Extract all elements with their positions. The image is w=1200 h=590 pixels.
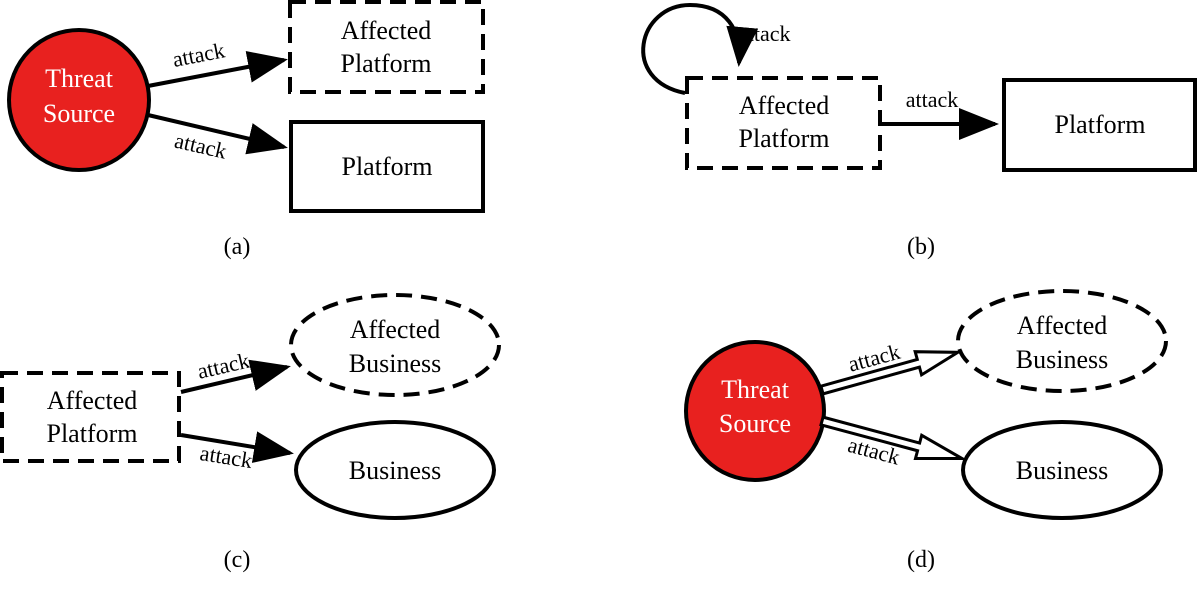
business-label: Business <box>1016 456 1108 485</box>
attack-edge-label: attack <box>906 87 959 112</box>
affected-business-label-line1: Affected <box>1017 311 1107 340</box>
hollow-attack-arrow-to-affected-business <box>819 350 964 396</box>
self-loop-attack-edge <box>641 2 759 95</box>
affected-business-node <box>289 293 501 397</box>
hollow-attack-arrow-to-business <box>819 415 968 461</box>
threat-source-node <box>7 28 151 172</box>
business-node <box>294 420 496 520</box>
panel-b: attack Affected Platform attack Platform… <box>641 2 1197 260</box>
panel-caption: (a) <box>224 234 251 260</box>
affected-platform-node <box>288 0 485 94</box>
affected-platform-label-line2: Platform <box>47 419 138 448</box>
panel-caption: (b) <box>907 234 935 260</box>
affected-platform-node <box>0 371 181 463</box>
affected-business-label-line1: Affected <box>350 315 440 344</box>
affected-business-label-line2: Business <box>349 349 441 378</box>
attack-edge-to-platform <box>147 113 288 155</box>
affected-platform-node <box>685 76 882 170</box>
business-node <box>961 420 1163 520</box>
attack-edge-to-affected-business <box>180 359 291 394</box>
affected-platform-label-line2: Platform <box>341 49 432 78</box>
threat-source-node <box>684 340 826 482</box>
attack-edge-to-affected-platform <box>147 51 288 88</box>
panel-d: Threat Source Affected Business Business… <box>684 289 1168 573</box>
threat-source-label-line2: Source <box>43 99 115 128</box>
panel-caption: (c) <box>224 547 251 573</box>
platform-label: Platform <box>1055 110 1146 139</box>
affected-business-node <box>956 289 1168 393</box>
affected-platform-label-line1: Affected <box>341 16 431 45</box>
business-label: Business <box>349 456 441 485</box>
self-loop-attack-label: attack <box>738 21 791 46</box>
threat-source-label-line1: Threat <box>45 64 114 93</box>
threat-source-label-line1: Threat <box>721 375 790 404</box>
threat-source-label-line2: Source <box>719 409 791 438</box>
platform-label: Platform <box>342 152 433 181</box>
affected-business-label-line2: Business <box>1016 345 1108 374</box>
attack-edge-label: attack <box>170 37 226 72</box>
affected-platform-label-line1: Affected <box>739 91 829 120</box>
platform-node <box>1002 78 1197 172</box>
platform-node <box>289 120 485 213</box>
affected-platform-label-line1: Affected <box>47 386 137 415</box>
panel-c: Affected Platform Affected Business Busi… <box>0 293 501 573</box>
affected-platform-label-line2: Platform <box>739 124 830 153</box>
panel-caption: (d) <box>907 547 935 573</box>
attack-edge-to-business <box>180 431 294 463</box>
panel-a: Threat Source Affected Platform Platform… <box>7 0 485 260</box>
